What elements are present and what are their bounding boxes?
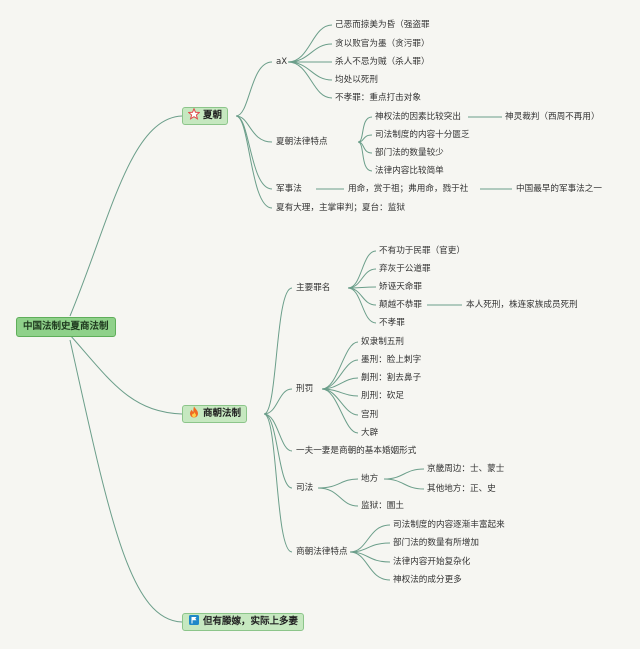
polygamy-title: 但有媵嫁，实际上多妻 bbox=[203, 616, 299, 627]
shang-crime-item: 颠越不恭罪 bbox=[379, 300, 422, 310]
flag-icon bbox=[189, 615, 199, 625]
shang-judicial-local: 地方 bbox=[361, 474, 379, 484]
shang-feature-item: 法律内容开始复杂化 bbox=[393, 557, 471, 567]
shang-crime-item: 矫诬天命罪 bbox=[379, 282, 422, 292]
xia-military-label: 军事法 bbox=[276, 184, 302, 194]
shang-punish-item: 奴隶制五刑 bbox=[361, 337, 404, 347]
shang-feature-item: 司法制度的内容逐渐丰富起来 bbox=[393, 520, 505, 530]
shang-judicial-local-item: 京畿周边：士、蒙士 bbox=[427, 464, 505, 474]
xia-feature-item: 神权法的因素比较突出 bbox=[375, 112, 461, 122]
shang-crime-item: 弃灰于公道罪 bbox=[379, 264, 431, 274]
star-icon bbox=[188, 108, 200, 120]
shang-features-label: 商朝法律特点 bbox=[296, 547, 348, 557]
shang-feature-item: 部门法的数量有所增加 bbox=[393, 538, 479, 548]
xia-features-label: 夏朝法律特点 bbox=[276, 137, 328, 147]
xia-feature-item: 法律内容比较简单 bbox=[375, 166, 444, 176]
shang-punish-item: 劓刑：割去鼻子 bbox=[361, 373, 422, 383]
shang-punish-item: 刖刑：砍足 bbox=[361, 391, 404, 401]
xia-ax-label: aX bbox=[276, 57, 288, 67]
xia-title: 夏朝 bbox=[203, 110, 223, 121]
xia-military-text: 用命，赏于祖；弗用命，戮于社 bbox=[348, 184, 469, 194]
xia-military-note: 中国最早的军事法之一 bbox=[516, 184, 602, 194]
xia-ax-item: 己恶而掠美为昏（强盗罪 bbox=[335, 20, 430, 30]
shang-punish-label: 刑罚 bbox=[296, 384, 314, 394]
shang-marriage: 一夫一妻是商朝的基本婚姻形式 bbox=[296, 446, 417, 456]
shang-punish-item: 宫刑 bbox=[361, 410, 379, 420]
xia-prison: 夏有大理，主掌审判；夏台：监狱 bbox=[276, 203, 405, 213]
shang-crimes-label: 主要罪名 bbox=[296, 283, 331, 293]
xia-ax-item: 杀人不忌为贼（杀人罪） bbox=[335, 57, 430, 67]
xia-ax-item: 贪以败官为墨（贪污罪） bbox=[335, 39, 430, 49]
fire-icon bbox=[190, 406, 198, 418]
shang-punish-item: 墨刑：脸上刺字 bbox=[361, 355, 422, 365]
xia-ax-item: 不孝罪：重点打击对象 bbox=[335, 93, 421, 103]
xia-feature-note: 神灵裁判（西周不再用） bbox=[505, 112, 600, 122]
xia-ax-item: 均处以死刑 bbox=[335, 75, 378, 85]
polygamy-node[interactable]: 但有媵嫁，实际上多妻 bbox=[182, 613, 305, 631]
shang-node[interactable]: 商朝法制 bbox=[182, 405, 248, 423]
xia-feature-item: 司法制度的内容十分匮乏 bbox=[375, 130, 470, 140]
shang-crime-item: 不有功于民罪（官吏） bbox=[379, 246, 465, 256]
xia-feature-item: 部门法的数量较少 bbox=[375, 148, 444, 158]
xia-node[interactable]: 夏朝 bbox=[182, 107, 229, 125]
shang-punish-item: 大辟 bbox=[361, 428, 379, 438]
shang-feature-item: 神权法的成分更多 bbox=[393, 575, 462, 585]
root-node[interactable]: 中国法制史夏商法制 bbox=[16, 317, 116, 337]
shang-judicial-label: 司法 bbox=[296, 483, 314, 493]
shang-crime-note: 本人死刑，株连家族成员死刑 bbox=[466, 300, 578, 310]
shang-judicial-prison: 监狱：圜土 bbox=[361, 501, 404, 511]
shang-title: 商朝法制 bbox=[203, 408, 242, 419]
shang-crime-item: 不孝罪 bbox=[379, 318, 405, 328]
shang-judicial-local-item: 其他地方：正、史 bbox=[427, 484, 496, 494]
